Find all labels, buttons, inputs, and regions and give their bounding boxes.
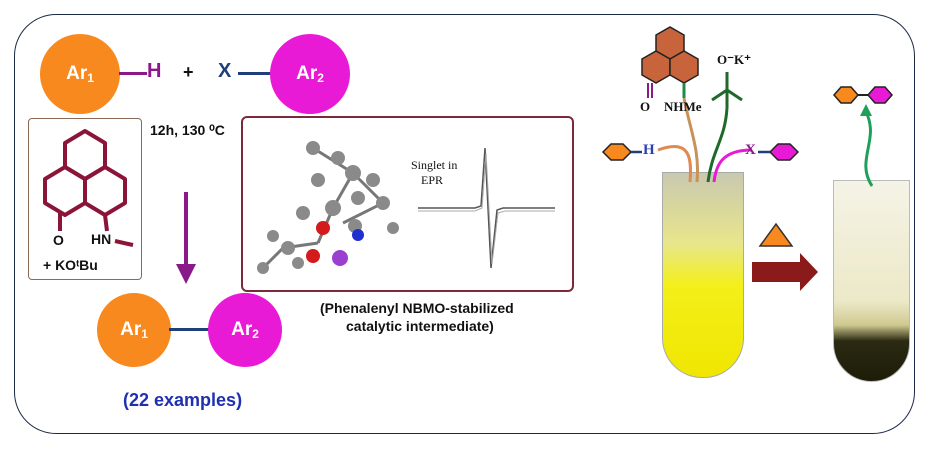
tube-o-label: O [640, 99, 651, 114]
singlet-line1: Singlet in [411, 158, 458, 172]
plus-sign: + [183, 62, 194, 82]
right-arrow [752, 253, 818, 291]
x-ar2-bond [238, 72, 272, 75]
catalyst-hn-label: HN [91, 231, 112, 247]
product-magenta-hexagon-icon [867, 86, 893, 104]
tube-x-label: X [745, 142, 756, 158]
ar1-h-bond [119, 72, 147, 75]
catalyst-o-label: O [53, 232, 64, 248]
conditions-label: 12h, 130 ⁰C [150, 122, 225, 138]
tube-nhme-label: NHMe [664, 99, 702, 114]
examples-label: (22 examples) [123, 390, 243, 410]
tube-koh-label: O⁻K⁺ [717, 52, 751, 67]
orange-hexagon-icon [601, 143, 633, 161]
catalyst-box: O HN + KOᵗBu [28, 118, 142, 280]
green-up-arrow [864, 111, 874, 187]
product-orange-hexagon-icon [833, 86, 859, 104]
reaction-tube [662, 172, 744, 378]
phenalenyl-icon [641, 26, 699, 84]
outer-frame [14, 14, 915, 434]
molecule-model [257, 141, 555, 274]
tube-h-label: H [643, 142, 655, 158]
epr-box: Singlet in EPR [241, 116, 574, 292]
tbuok-icon [711, 72, 743, 108]
heat-triangle-icon [758, 222, 794, 247]
product-bond [169, 328, 211, 331]
h-atom-label: H [147, 60, 162, 82]
x-atom-label: X [218, 60, 232, 82]
magenta-hexagon-icon [768, 143, 800, 161]
caption-line2: catalytic intermediate) [346, 318, 494, 334]
product-tube [833, 180, 910, 382]
singlet-line2: EPR [421, 173, 444, 187]
phenalenone-structure [43, 129, 134, 247]
caption-line1: (Phenalenyl NBMO-stabilized [320, 300, 514, 316]
catalyst-base-label: + KOᵗBu [43, 257, 98, 273]
methyl-bond [114, 239, 134, 247]
